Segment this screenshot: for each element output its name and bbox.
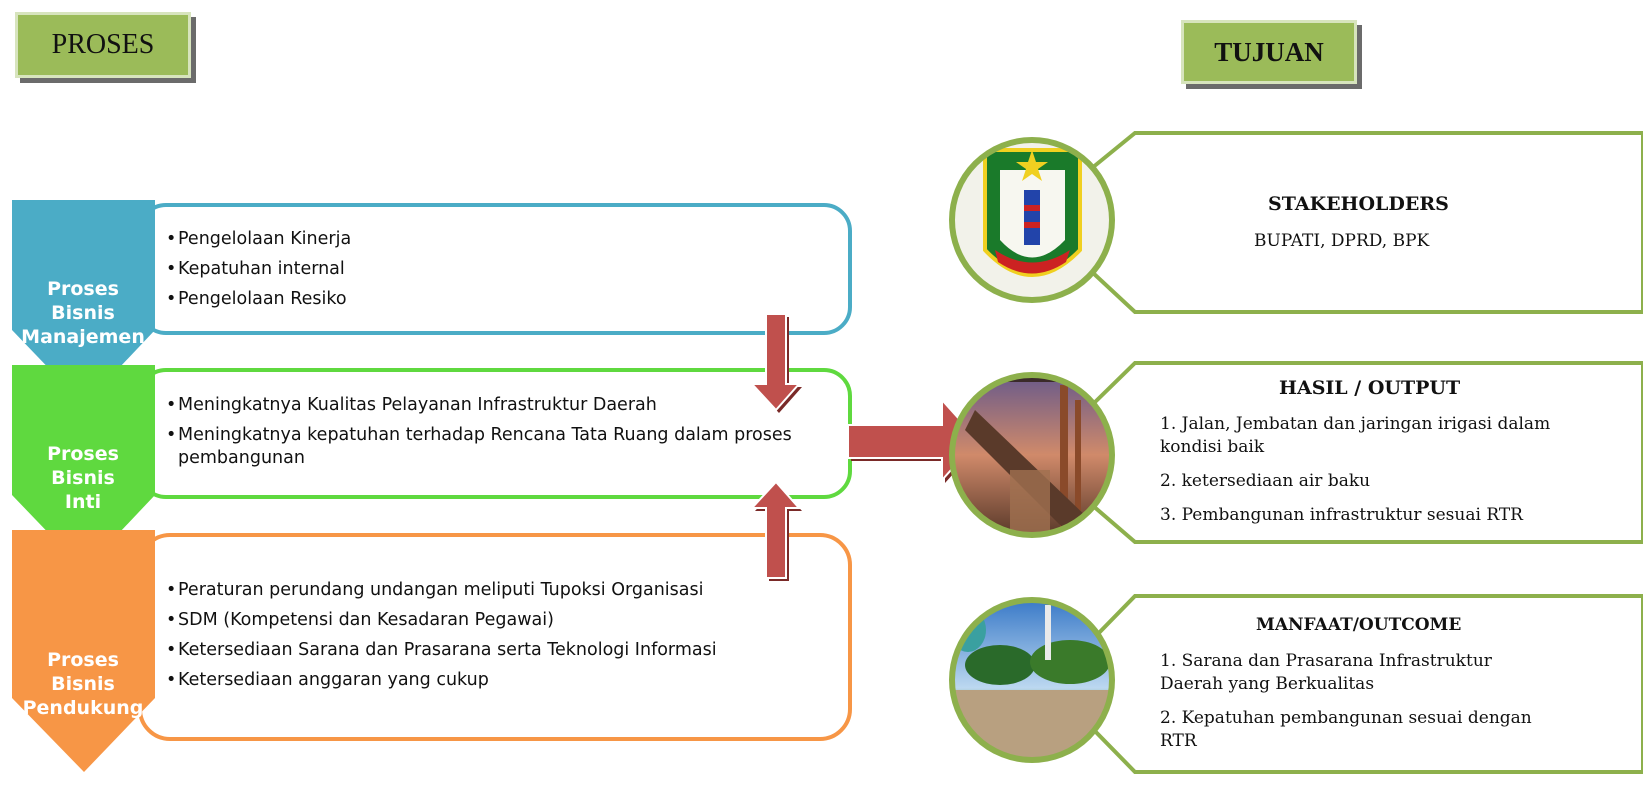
proses-header: PROSES [15, 12, 191, 78]
list-item: Meningkatnya kepatuhan terhadap Rencana … [166, 424, 836, 470]
park-photo [949, 597, 1115, 763]
list-item: Ketersediaan anggaran yang cukup [166, 669, 786, 692]
construction-photo [949, 372, 1115, 538]
outcome-title: MANFAAT/OUTCOME [1256, 615, 1462, 635]
stakeholders-title: STAKEHOLDERS [1268, 193, 1449, 215]
list-item: Meningkatnya Kualitas Pelayanan Infrastr… [166, 394, 836, 417]
outcome-text: 1. Sarana dan Prasarana Infrastruktur Da… [1160, 651, 1532, 751]
inti-chevron [12, 365, 155, 570]
stakeholders-text: BUPATI, DPRD, BPK [1254, 231, 1430, 251]
output-text: 1. Jalan, Jembatan dan jaringan irigasi … [1160, 414, 1551, 525]
manajemen-list: Pengelolaan Kinerja Kepatuhan internal P… [166, 228, 726, 318]
list-item: Ketersediaan Sarana dan Prasarana serta … [166, 639, 786, 662]
stakeholders-callout [1090, 131, 1643, 314]
output-title: HASIL / OUTPUT [1279, 377, 1461, 399]
up-arrow [749, 480, 802, 581]
pendukung-chevron [12, 530, 155, 772]
inti-list: Meningkatnya Kualitas Pelayanan Infrastr… [166, 394, 836, 477]
list-item: Pengelolaan Resiko [166, 288, 726, 311]
list-item: Peraturan perundang undangan meliputi Tu… [166, 579, 786, 602]
list-item: Pengelolaan Kinerja [166, 228, 726, 251]
list-item: Kepatuhan internal [166, 258, 726, 281]
regency-emblem-image [949, 137, 1115, 303]
tujuan-header: TUJUAN [1181, 20, 1357, 84]
list-item: SDM (Kompetensi dan Kesadaran Pegawai) [166, 609, 786, 632]
pendukung-list: Peraturan perundang undangan meliputi Tu… [166, 579, 786, 699]
manajemen-chevron [12, 200, 155, 405]
